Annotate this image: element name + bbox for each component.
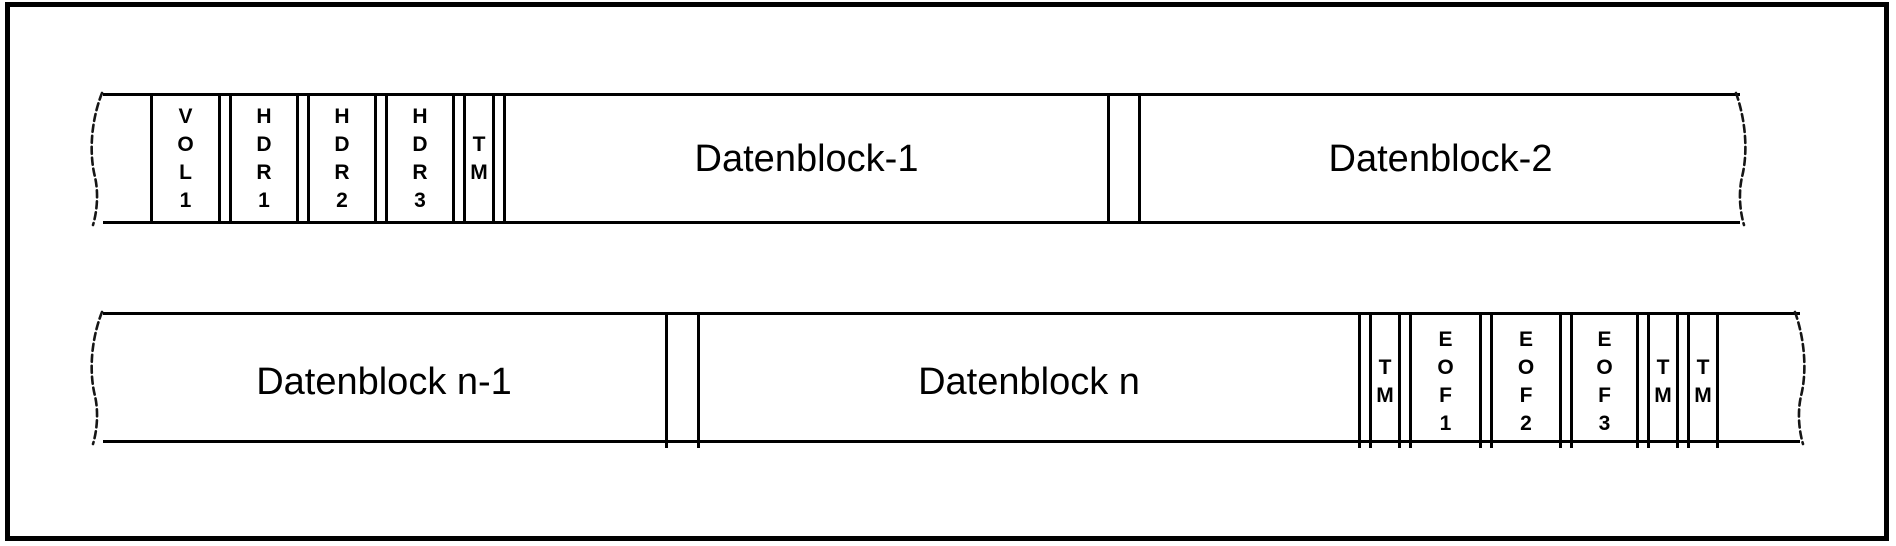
block-char: D [412, 132, 428, 156]
block-label: Datenblock-1 [694, 137, 919, 180]
block-char: 3 [414, 188, 426, 212]
block-char: H [256, 104, 272, 128]
block-char: T [1378, 355, 1392, 379]
block-char: 1 [179, 188, 192, 212]
block-char: E [1518, 327, 1533, 351]
tape-torn-edge-icon [1793, 310, 1806, 446]
block-char: 1 [258, 188, 270, 212]
block-char: O [1517, 355, 1535, 379]
block-label: Datenblock n-1 [256, 360, 512, 403]
block-char: O [1596, 355, 1613, 379]
block-char: O [177, 132, 194, 156]
block-char: D [334, 132, 350, 156]
block-char: V [178, 104, 193, 128]
block-char: 2 [1520, 411, 1532, 435]
block-char: 1 [1439, 411, 1452, 435]
block-char: E [1438, 327, 1453, 351]
block-datenblock-1: Datenblock-1 [503, 96, 1110, 221]
block-char: H [334, 104, 350, 128]
block-char: M [1376, 383, 1394, 407]
block-datenblock-n: Datenblock n [697, 315, 1361, 448]
block-char: R [412, 160, 428, 184]
block-datenblock-2: Datenblock-2 [1138, 96, 1740, 221]
block-char: E [1597, 327, 1612, 351]
block-char: T [472, 132, 486, 156]
block-char: M [470, 160, 488, 184]
block-label: Datenblock-2 [1328, 137, 1553, 180]
block-datenblock-n-1: Datenblock n-1 [103, 315, 668, 448]
block-label: Datenblock n [918, 360, 1140, 403]
block-char: F [1598, 383, 1611, 407]
outer-border [5, 2, 1889, 541]
block-char: R [334, 160, 350, 184]
block-char: D [256, 132, 272, 156]
tape-torn-edge-icon [90, 310, 104, 446]
block-char: 3 [1598, 411, 1611, 435]
block-char: F [1519, 383, 1533, 407]
tape-leader [103, 96, 150, 221]
block-char: T [1656, 355, 1670, 379]
block-char: O [1437, 355, 1454, 379]
block-char: M [1694, 383, 1712, 407]
block-char: F [1439, 383, 1452, 407]
tape-torn-edge-icon [1734, 91, 1747, 227]
block-char: H [412, 104, 428, 128]
block-char: 2 [336, 188, 348, 212]
block-char: M [1654, 383, 1672, 407]
block-char: L [179, 160, 192, 184]
block-char: T [1696, 355, 1710, 379]
tape-torn-edge-icon [90, 91, 104, 227]
block-char: R [256, 160, 272, 184]
